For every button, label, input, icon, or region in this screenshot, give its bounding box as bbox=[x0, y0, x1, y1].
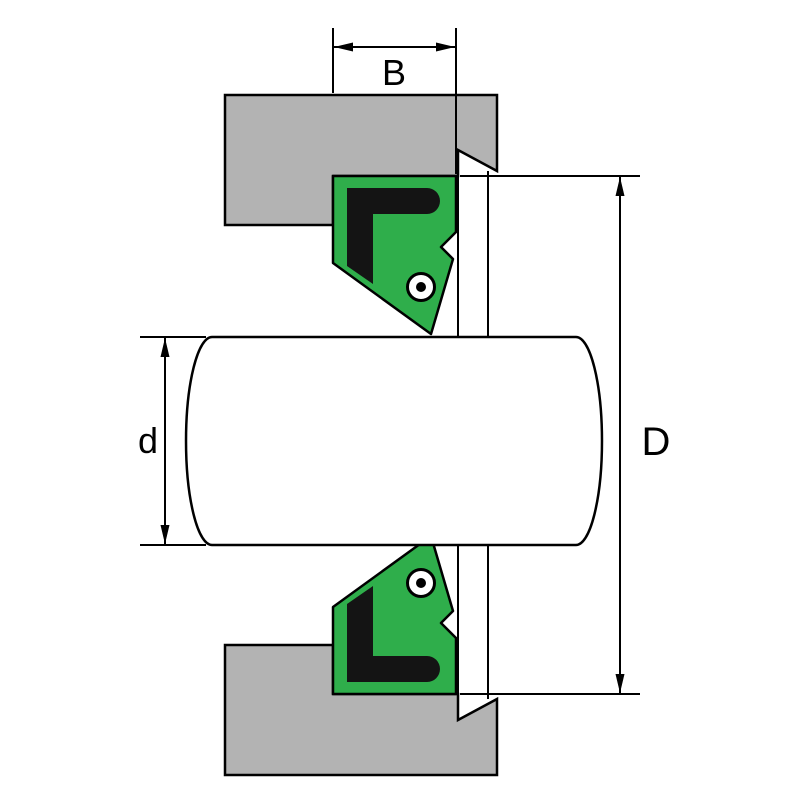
dimension-d-shaft-diameter: d bbox=[138, 336, 206, 546]
dimension-D-outer-diameter: D bbox=[460, 175, 671, 695]
dimension-label-B: B bbox=[382, 52, 406, 93]
dimension-B-width: B bbox=[332, 28, 457, 174]
seal-metal-insert bbox=[347, 188, 440, 284]
dimension-label-D: D bbox=[642, 420, 671, 464]
dimension-label-d: d bbox=[138, 420, 158, 461]
arrowhead-bottom bbox=[615, 674, 625, 693]
arrowhead-top bbox=[160, 338, 170, 357]
shaft bbox=[184, 335, 604, 547]
arrowhead-bottom bbox=[160, 525, 170, 544]
garter-spring-center-dot bbox=[416, 282, 426, 292]
seal-lower bbox=[331, 534, 458, 696]
arrowhead-top bbox=[615, 177, 625, 196]
arrowhead-left bbox=[334, 42, 353, 52]
seal-upper bbox=[331, 174, 458, 336]
arrowhead-right bbox=[436, 42, 455, 52]
